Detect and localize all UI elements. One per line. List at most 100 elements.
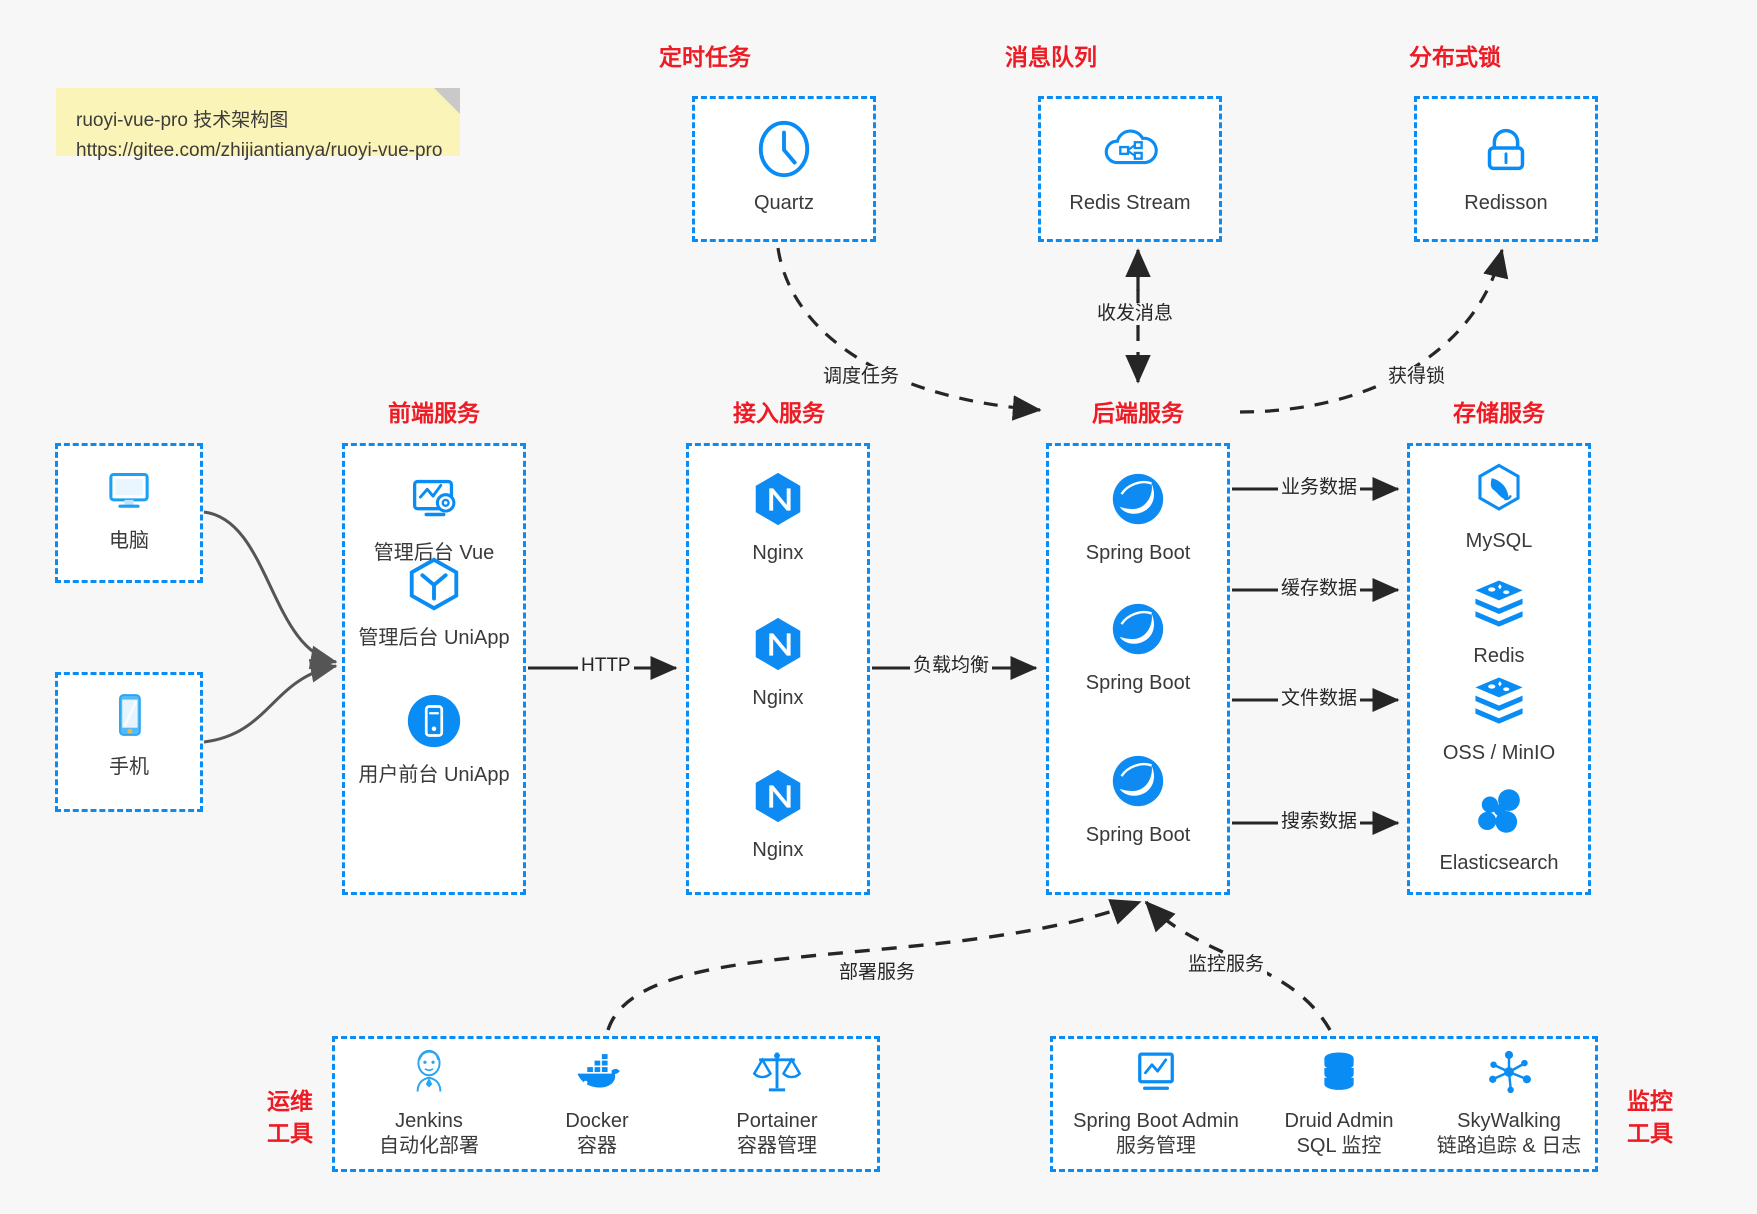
group-title-scheduled-task: 定时任务 <box>659 44 751 70</box>
node-redis[interactable]: Redis <box>1407 575 1591 669</box>
edge-acquire-lock <box>1239 248 1509 414</box>
node-mysql[interactable]: MySQL <box>1407 460 1591 554</box>
node-sublabel: 容器管理 <box>737 1135 817 1157</box>
group-title-devops: 运维 工具 <box>256 1085 324 1149</box>
node-label: 用户前台 UniApp <box>358 764 510 786</box>
node-sublabel: 容器 <box>577 1135 617 1157</box>
lock-icon <box>1475 118 1537 185</box>
edge-pc-to-frontend <box>203 510 338 670</box>
node-skywalking[interactable]: SkyWalking 链路追踪 & 日志 <box>1420 1046 1598 1159</box>
node-druid-admin[interactable]: Druid Admin SQL 监控 <box>1255 1046 1423 1159</box>
cloud-stream-icon <box>1099 118 1161 185</box>
group-title-devops-line2: 工具 <box>267 1120 313 1146</box>
portainer-scale-icon <box>751 1046 803 1103</box>
edge-label-send-receive-message: 收发消息 <box>1094 303 1177 325</box>
note-fold-corner <box>434 88 460 114</box>
group-box-scheduled-task[interactable] <box>692 96 876 242</box>
clock-icon <box>753 118 815 185</box>
node-admin-uniapp[interactable]: 管理后台 UniApp <box>342 553 526 651</box>
node-label: Redis <box>1473 645 1525 667</box>
edge-label-http: HTTP <box>578 655 634 677</box>
group-title-gateway: 接入服务 <box>733 400 825 426</box>
note-title: ruoyi-vue-pro 技术架构图 <box>76 110 289 131</box>
node-oss-minio[interactable]: OSS / MinIO <box>1407 672 1591 766</box>
node-label: Spring Boot <box>1085 672 1191 694</box>
node-label: Docker <box>565 1110 629 1132</box>
node-nginx-3[interactable]: Nginx <box>686 765 870 863</box>
sticky-note: ruoyi-vue-pro 技术架构图 https://gitee.com/zh… <box>56 88 460 161</box>
edge-schedule-task <box>776 247 1042 421</box>
edge-label-load-balance: 负载均衡 <box>910 655 993 677</box>
node-sublabel: 自动化部署 <box>379 1135 479 1157</box>
edge-label-monitor-service: 监控服务 <box>1185 954 1268 976</box>
node-pc[interactable]: 电脑 <box>55 460 203 554</box>
edge-label-business-data: 业务数据 <box>1278 477 1361 499</box>
group-title-distributed-lock: 分布式锁 <box>1409 44 1501 70</box>
node-label: Redis Stream <box>1069 192 1191 214</box>
group-title-devops-line1: 运维 <box>267 1088 313 1114</box>
node-user-uniapp[interactable]: 用户前台 UniApp <box>342 690 526 788</box>
group-box-frontend[interactable] <box>342 443 526 895</box>
node-label: SkyWalking <box>1457 1110 1561 1132</box>
node-label: 管理后台 Vue <box>373 542 495 564</box>
node-label: Nginx <box>752 687 804 709</box>
node-label: Redisson <box>1464 192 1548 214</box>
node-sublabel: 链路追踪 & 日志 <box>1436 1135 1582 1157</box>
node-label: Portainer <box>736 1110 818 1132</box>
edge-mobile-to-frontend <box>203 658 338 744</box>
node-nginx-2[interactable]: Nginx <box>686 613 870 711</box>
node-label: 管理后台 UniApp <box>358 627 510 649</box>
group-title-message-queue: 消息队列 <box>1005 44 1097 70</box>
monitor-chart-icon <box>1130 1046 1182 1103</box>
monitor-icon <box>100 460 158 523</box>
node-jenkins[interactable]: Jenkins 自动化部署 <box>345 1046 513 1159</box>
node-springboot-2[interactable]: Spring Boot <box>1046 598 1230 696</box>
node-spring-boot-admin[interactable]: Spring Boot Admin 服务管理 <box>1062 1046 1250 1159</box>
redis-stack-icon <box>1470 575 1528 638</box>
node-admin-vue[interactable]: 管理后台 Vue <box>342 468 526 566</box>
docker-whale-icon <box>571 1046 623 1103</box>
node-springboot-3[interactable]: Spring Boot <box>1046 750 1230 848</box>
node-label: OSS / MinIO <box>1442 742 1556 764</box>
node-label: Spring Boot <box>1085 542 1191 564</box>
mobile-app-icon <box>403 690 465 757</box>
node-quartz[interactable]: Quartz <box>692 118 876 216</box>
node-sublabel: 服务管理 <box>1116 1135 1196 1157</box>
node-label: Druid Admin <box>1284 1110 1394 1132</box>
node-nginx-1[interactable]: Nginx <box>686 468 870 566</box>
group-title-storage: 存储服务 <box>1453 400 1545 426</box>
group-title-backend: 后端服务 <box>1092 400 1184 426</box>
jenkins-butler-icon <box>403 1046 455 1103</box>
edge-label-file-data: 文件数据 <box>1278 688 1361 710</box>
edge-label-acquire-lock: 获得锁 <box>1385 366 1449 388</box>
uniapp-cube-icon <box>403 553 465 620</box>
note-url: https://gitee.com/zhijiantianya/ruoyi-vu… <box>76 140 443 161</box>
node-label: Spring Boot Admin <box>1073 1110 1239 1132</box>
node-mobile[interactable]: 手机 <box>55 686 203 780</box>
group-box-message-queue[interactable] <box>1038 96 1222 242</box>
node-label: 电脑 <box>109 530 149 552</box>
node-label: Nginx <box>752 542 804 564</box>
group-box-pc[interactable] <box>55 443 203 583</box>
node-redisson[interactable]: Redisson <box>1414 118 1598 216</box>
node-label: Spring Boot <box>1085 824 1191 846</box>
node-label: Nginx <box>752 839 804 861</box>
group-title-monitoring: 监控 工具 <box>1616 1085 1684 1149</box>
dashboard-gear-icon <box>403 468 465 535</box>
node-portainer[interactable]: Portainer 容器管理 <box>693 1046 861 1159</box>
node-label: Jenkins <box>395 1110 463 1132</box>
spring-leaf-icon <box>1107 468 1169 535</box>
node-label: Elasticsearch <box>1439 852 1559 874</box>
edge-label-deploy-service: 部署服务 <box>836 962 919 984</box>
node-elasticsearch[interactable]: Elasticsearch <box>1407 782 1591 876</box>
node-docker[interactable]: Docker 容器 <box>513 1046 681 1159</box>
group-box-mobile[interactable] <box>55 672 203 812</box>
nginx-icon <box>747 765 809 832</box>
group-title-frontend: 前端服务 <box>388 400 480 426</box>
node-springboot-1[interactable]: Spring Boot <box>1046 468 1230 566</box>
node-redis-stream[interactable]: Redis Stream <box>1038 118 1222 216</box>
redis-stack-icon <box>1470 672 1528 735</box>
edge-label-search-data: 搜索数据 <box>1278 811 1361 833</box>
node-sublabel: SQL 监控 <box>1296 1135 1382 1157</box>
node-label: MySQL <box>1465 530 1533 552</box>
